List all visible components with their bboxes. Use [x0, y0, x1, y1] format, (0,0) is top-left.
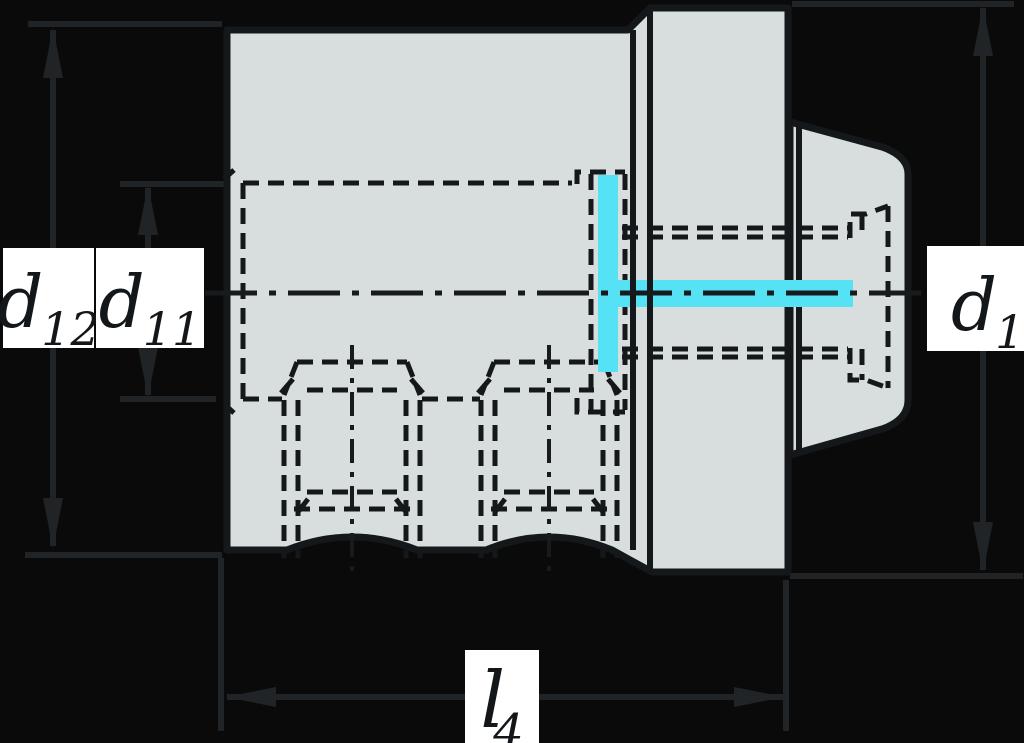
groove-bottom-step	[574, 398, 625, 415]
detail-hooks	[222, 168, 622, 514]
taper-corner-bottom	[847, 348, 889, 391]
arrow-d1-up	[973, 6, 993, 56]
dim-label-d11-base: d	[98, 260, 145, 344]
groove-top-step	[574, 169, 625, 184]
arrow-d11-down	[138, 347, 158, 397]
arrow-d11-up	[138, 185, 158, 235]
arrow-l4-left	[226, 687, 276, 707]
dim-label-d11-sub: 11	[142, 302, 202, 356]
dim-label-l4-base: l	[480, 656, 506, 743]
dim-label-d1-base: d	[951, 263, 998, 347]
dim-label-l4-sub: 4	[493, 704, 524, 743]
highlight-vertical-bar	[598, 175, 618, 372]
arrow-d12-up	[43, 28, 63, 78]
dim-label-d1-sub: 1	[995, 305, 1024, 359]
dimension-arrows	[43, 6, 993, 707]
centerlines	[205, 290, 930, 576]
dim-label-d12-sub: 12	[41, 302, 100, 356]
arrow-d12-down	[43, 498, 63, 548]
arrow-d1-down	[973, 522, 993, 572]
taper-corner-top	[847, 203, 889, 238]
dim-label-d12-base: d	[0, 260, 44, 344]
arrow-l4-right	[734, 687, 784, 707]
